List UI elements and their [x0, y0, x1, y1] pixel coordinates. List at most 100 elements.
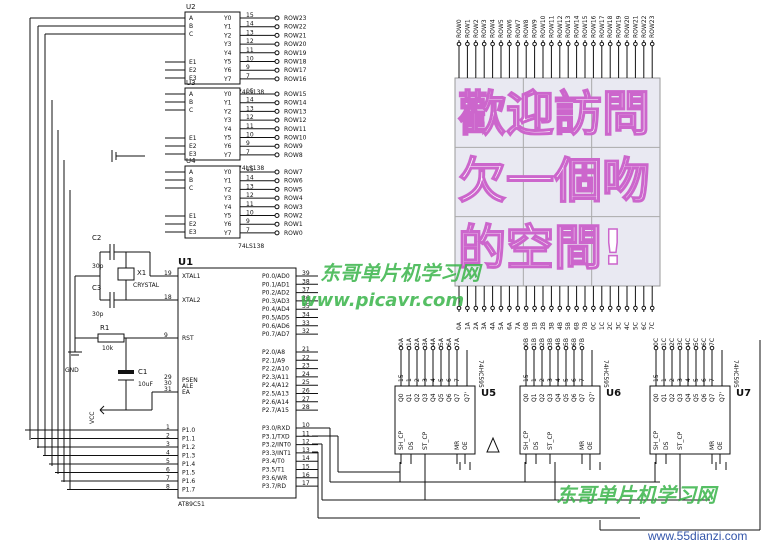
matrix-col-bubble [641, 305, 647, 311]
matrix-row-bubble [523, 41, 529, 47]
matrix-display-text: 的空間! [458, 220, 624, 276]
shift-q-label: Q7 [709, 393, 716, 402]
shift-body [649, 385, 731, 455]
resistor-r1 [97, 333, 125, 343]
mcu-p3-label: P3.3/INT1 [262, 450, 291, 457]
decoder-input-label: A [189, 15, 194, 22]
decoder-row-label: ROW15 [284, 91, 307, 98]
decoder-pin-number: 13 [246, 183, 254, 190]
shift-q-bubble [398, 345, 404, 351]
decoder-row-label: ROW6 [284, 178, 303, 185]
mcu-p3-number: 16 [302, 472, 310, 479]
matrix-col-bubble [591, 305, 596, 311]
shift-q-label: Q5 [693, 393, 700, 402]
mcu-p0-label: P0.7/AD7 [262, 331, 290, 338]
decoder-output-label: Y0 [223, 169, 232, 176]
decoder-pin-number: 7 [246, 149, 250, 156]
matrix-col-bubble [624, 305, 630, 311]
shift-q-bubble [579, 345, 585, 351]
shift-input-label: MR [454, 441, 461, 450]
mcu-p1-label: P1.6 [182, 478, 195, 485]
decoder-output-bubble [274, 15, 280, 21]
shift-pin-number: 5 [693, 378, 700, 382]
matrix-col-bubble [549, 305, 554, 311]
decoder-output-label: Y7 [223, 230, 232, 237]
shift-name: U6 [606, 388, 621, 399]
mcu-p0-label: P0.4/AD4 [262, 306, 290, 313]
matrix-col-label: 2B [540, 322, 547, 330]
mcu-p2-label: P2.1/A9 [262, 357, 285, 364]
matrix-col-label: 5B [565, 322, 572, 330]
decoder-output-label: Y1 [223, 178, 232, 185]
crystal-x1 [117, 267, 135, 281]
decoder-pin-number: 10 [246, 210, 254, 217]
shift-q-bubble [571, 345, 577, 351]
shift-q-bubble [685, 345, 691, 351]
matrix-col-bubble [498, 305, 504, 311]
decoder-pin-number: 9 [246, 218, 250, 225]
decoder-input-label: E3 [189, 229, 197, 236]
decoder-output-bubble [274, 126, 280, 132]
matrix-display-text: 歡迎訪問 [458, 86, 650, 142]
decoder-input-label: E1 [189, 213, 197, 220]
decoder-output-bubble [274, 117, 280, 123]
shift-input-label: SH_CP [523, 430, 530, 450]
matrix-col-label: 3A [481, 321, 488, 330]
matrix-row-bubble [574, 41, 579, 47]
watermark-site: www.55dianzi.com [647, 529, 747, 543]
shift-type: 74HC595 [732, 360, 739, 388]
shift-input-label: MR [579, 441, 586, 450]
mcu-left-pin-number: 18 [164, 294, 172, 301]
decoder-input-label: B [189, 177, 193, 184]
shift-pin-number: 4 [555, 378, 562, 382]
matrix-col-bubble [490, 305, 495, 311]
decoder-output-bubble [274, 59, 280, 64]
mcu-p1-number: 3 [166, 441, 170, 448]
shift-pin-number: 5 [563, 378, 570, 382]
shift-input-label: MR [709, 441, 716, 450]
shift-pin-number: 6 [446, 378, 453, 382]
c1-value: 10uF [138, 381, 153, 388]
shift-input-label: DS [408, 441, 415, 450]
matrix-row-label: ROW10 [540, 15, 547, 38]
decoder-input-label: B [189, 99, 193, 106]
matrix-col-bubble [649, 305, 655, 311]
matrix-col-label: 3B [548, 322, 555, 330]
shift-q-label: Q4 [555, 393, 562, 402]
decoder-output-bubble [274, 169, 280, 175]
shift-q-bubble [446, 345, 452, 351]
decoder-input-label: A [189, 91, 194, 98]
mcu-p3-number: 17 [302, 480, 310, 487]
mcu-p1-number: 7 [166, 475, 170, 482]
mcu-p3-number: 15 [302, 464, 310, 471]
decoder-output-bubble [274, 135, 280, 140]
shift-q-label: Q7 [454, 393, 461, 402]
shift-pin-number: 15 [523, 374, 530, 382]
decoder-input-label: E3 [189, 151, 197, 158]
mcu-p2-number: 28 [302, 404, 310, 411]
decoder-pin-number: 10 [246, 56, 254, 63]
x1-label: X1 [137, 269, 146, 277]
shift-q-label: Q6 [571, 393, 578, 402]
matrix-row-label: ROW15 [582, 15, 589, 38]
mcu-p0-number: 34 [302, 312, 310, 319]
decoder-pin-number: 14 [246, 97, 254, 104]
shift-pin-number: 4 [430, 378, 437, 382]
decoder-pin-number: 9 [246, 140, 250, 147]
c2-label: C2 [92, 234, 101, 242]
shift-q-label: Q1 [406, 393, 413, 402]
matrix-row-bubble [624, 41, 630, 47]
decoder-output-bubble [274, 186, 280, 192]
vcc-label: VCC [89, 412, 96, 424]
decoder-output-label: Y1 [223, 24, 232, 31]
shift-q-bubble [709, 345, 715, 351]
shift-q-bubble [677, 345, 683, 351]
decoder-input-label: E2 [189, 221, 197, 228]
mcu-p2-number: 25 [302, 379, 310, 386]
shift-q-bubble [406, 345, 412, 351]
shift-pin-number: 6 [571, 378, 578, 382]
shift-input-label: OE [717, 441, 724, 450]
decoder-row-label: ROW7 [284, 169, 303, 176]
decoder-row-label: ROW0 [284, 230, 303, 237]
